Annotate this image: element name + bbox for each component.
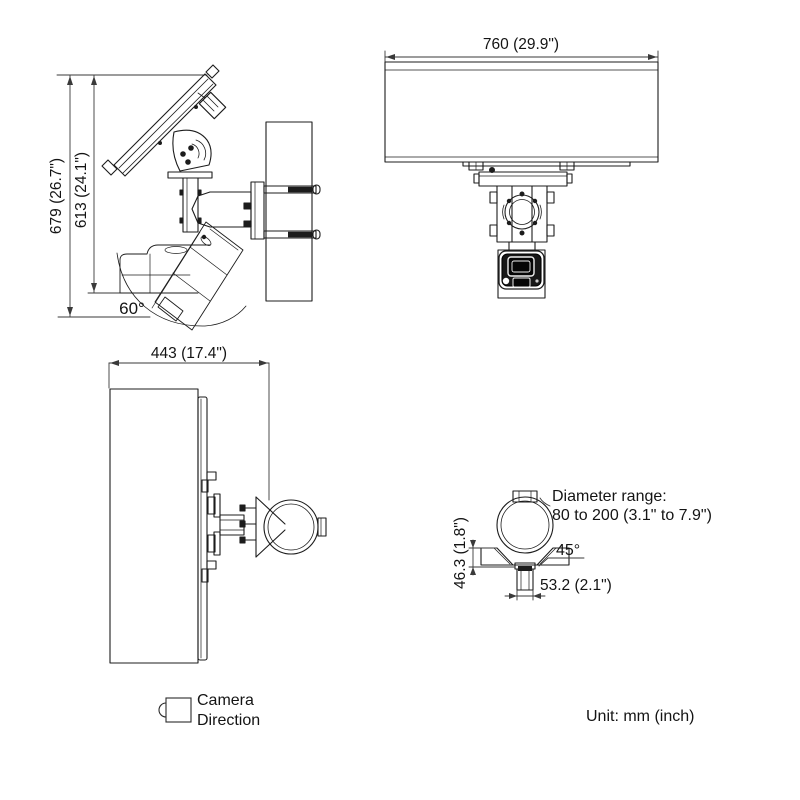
camera-direction-icon	[158, 697, 192, 723]
tilt-hinge	[167, 129, 213, 179]
camera-tilt-angle-label: 60°	[119, 299, 145, 318]
camera-direction-legend	[158, 697, 192, 723]
solar-panel-side	[101, 64, 220, 177]
top-dimensions	[108, 360, 270, 501]
clamp-width-dim: 53.2 (2.1")	[540, 577, 612, 594]
side-mount-height-dim: 613 (24.1")	[73, 152, 90, 228]
legend-label-line1: Camera	[197, 692, 254, 709]
bracket-front	[489, 185, 555, 251]
tilt-strut	[197, 91, 227, 120]
top-depth-dim: 443 (17.4")	[151, 345, 227, 362]
diameter-range-note-line1: Diameter range:	[552, 488, 667, 505]
front-view	[384, 50, 659, 299]
camera-level-position	[119, 244, 211, 294]
side-dimensions	[56, 74, 208, 318]
tilt-swing-arc	[116, 252, 247, 327]
legend-label-line2: Direction	[197, 712, 260, 729]
camera-front	[497, 249, 546, 299]
pole-clamp-detail	[468, 490, 585, 601]
pole-bracket-side	[191, 181, 321, 240]
front-dimensions	[384, 50, 659, 63]
clamp-pole-circle	[496, 490, 554, 554]
mount-post	[179, 177, 202, 233]
solar-panel-front	[384, 61, 659, 173]
top-view	[108, 360, 327, 664]
clamp-height-dim: 46.3 (1.8")	[452, 517, 469, 589]
unit-note: Unit: mm (inch)	[586, 708, 694, 725]
side-total-height-dim: 679 (26.7")	[48, 158, 65, 234]
clamp-dimensions	[468, 497, 585, 601]
pole-bracket-top	[207, 493, 327, 558]
side-view	[56, 64, 321, 331]
clamp-angle-label: 45°	[556, 542, 580, 559]
diameter-range-note-line2: 80 to 200 (3.1" to 7.9")	[552, 507, 712, 524]
pole-side	[265, 121, 313, 302]
solar-panel-top	[109, 388, 217, 664]
camera-tilted-position	[151, 221, 244, 331]
front-width-dim: 760 (29.9")	[483, 36, 559, 53]
mount-plate-front	[473, 171, 573, 187]
